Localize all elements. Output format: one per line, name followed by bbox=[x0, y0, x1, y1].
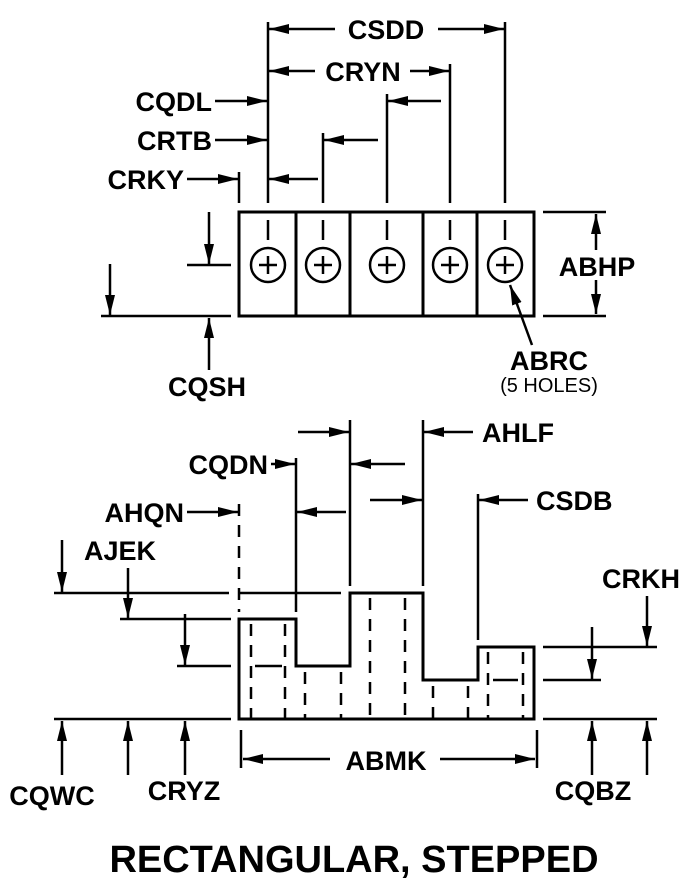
csdb-label: CSDB bbox=[536, 486, 613, 516]
csdd-label: CSDD bbox=[348, 15, 425, 45]
abrc-label: ABRC bbox=[510, 346, 588, 376]
crky-label: CRKY bbox=[107, 165, 184, 195]
hole bbox=[368, 246, 406, 284]
hole bbox=[431, 246, 469, 284]
crkh-label: CRKH bbox=[602, 564, 680, 594]
cryn-label: CRYN bbox=[325, 57, 401, 87]
top-view-outline bbox=[237, 210, 536, 318]
hole bbox=[486, 246, 524, 284]
ahlf-label: AHLF bbox=[482, 418, 554, 448]
ajek-label: AJEK bbox=[84, 536, 157, 566]
top-view: CSDD CRYN CQDL CRTB CRKY ABHP ABRC (5 HO… bbox=[101, 15, 635, 402]
cqwc-label: CQWC bbox=[9, 781, 94, 811]
cqdn-label: CQDN bbox=[189, 450, 269, 480]
cqdl-label: CQDL bbox=[136, 87, 213, 117]
abrc-note: (5 HOLES) bbox=[500, 375, 598, 397]
side-view: AHLF CQDN CSDB AHQN AJEK CQWC CRYZ CRKH bbox=[9, 418, 680, 811]
ahqn-label: AHQN bbox=[105, 498, 185, 528]
abhp-label: ABHP bbox=[559, 252, 636, 282]
diagram-title: RECTANGULAR, STEPPED bbox=[109, 839, 598, 881]
crtb-label: CRTB bbox=[137, 126, 212, 156]
cqsh-label: CQSH bbox=[168, 372, 246, 402]
cqbz-label: CQBZ bbox=[555, 776, 632, 806]
abmk-label: ABMK bbox=[346, 746, 427, 776]
abrc-leader bbox=[508, 284, 534, 346]
stepped-profile bbox=[237, 591, 536, 721]
hole bbox=[249, 246, 287, 284]
cryz-label: CRYZ bbox=[148, 776, 221, 806]
hole bbox=[304, 246, 342, 284]
